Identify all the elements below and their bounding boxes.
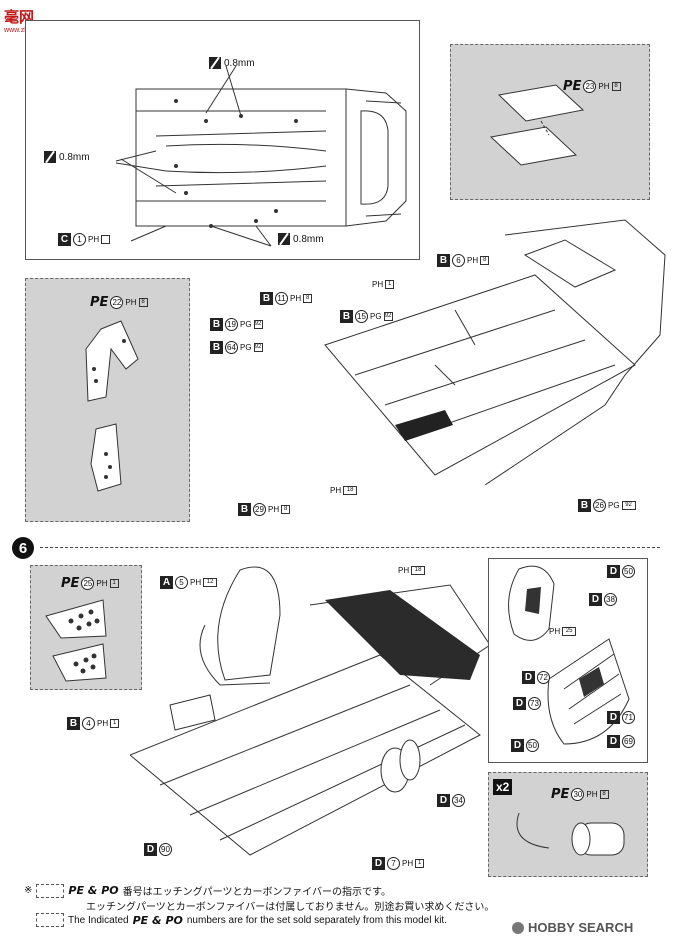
floor-assembly-drawing-step5: [324, 219, 666, 485]
pe23-label: PE 23 PH 8: [563, 79, 621, 94]
cut-thickness-icon: [44, 151, 56, 163]
underbody-drawing: [115, 65, 407, 247]
pe30-panel: x2 PE 30 PH 8: [488, 772, 648, 877]
seat-label-d71: D 71: [607, 711, 635, 724]
pe25-plate-drawing: [45, 599, 107, 682]
step5-label-b26: B 26 PG 92: [578, 499, 636, 512]
footnote-line-1: ※ PE & PO 番号はエッチングパーツとカーボンファイバーの指示です。: [24, 883, 391, 898]
footnote: ※ PE & PO 番号はエッチングパーツとカーボンファイバーの指示です。 エッ…: [24, 883, 664, 927]
step5-label-b6: B 6 PH 8: [437, 254, 490, 267]
seat-detail-drawing: [508, 565, 630, 745]
pe30-label: PE 30 PH 8: [551, 787, 609, 802]
cut-thickness-icon: [278, 233, 290, 245]
step5-label-b29: B 29 PH 8: [238, 503, 291, 516]
quantity-badge: x2: [493, 779, 513, 795]
step-divider: [40, 547, 660, 548]
thickness-callout-left: 0.8mm: [44, 151, 90, 163]
step6-label-d7: D 7 PH 1: [372, 857, 425, 870]
pe-box-icon: [36, 913, 64, 927]
brand-icon: [512, 921, 524, 934]
step5-label-b11: B 11 PH 8: [260, 292, 313, 305]
pe-box-icon: [36, 883, 65, 898]
step6-label-a5: A 5 PH 12: [160, 576, 218, 589]
seat-label-d50-bottom: D 50: [511, 739, 539, 752]
seat-label-d73: D 73: [513, 697, 541, 710]
step5-label-b19: B 19 PG 92: [210, 318, 263, 331]
pe23-plate-drawing: [489, 84, 585, 166]
seat-label-d72: D 72: [522, 671, 550, 684]
thickness-callout-top: 0.8mm: [209, 57, 255, 69]
thickness-callout-bottom: 0.8mm: [278, 233, 324, 245]
seat-label-d69: D 69: [607, 735, 635, 748]
step5-label-ph1: PH 1: [372, 280, 395, 289]
pe25-label: PE 25 PH 1: [61, 576, 119, 591]
footnote-line-2: エッチングパーツとカーボンファイバーは付属しておりません。別途お買い求めください…: [86, 902, 495, 913]
step-number-6: 6: [12, 537, 34, 559]
pe23-panel: PE 23 PH 8: [450, 44, 650, 200]
seat-ph-label: PH 25: [549, 627, 577, 636]
underbody-detail-panel: 0.8mm 0.8mm 0.8mm C 1 PH: [25, 20, 420, 260]
part-label-c1: C 1 PH: [58, 233, 111, 246]
pe22-bracket-drawing: [85, 320, 139, 492]
step5-label-b64: B 64 PG 92: [210, 341, 263, 354]
step6-label-ph18: PH 18: [398, 566, 426, 575]
step5-label-b15: B 15 PG 92: [340, 310, 393, 323]
brand-watermark: HOBBY SEARCH: [512, 920, 633, 935]
pe22-label: PE 22 PH 8: [90, 295, 148, 310]
step6-label-d34: D 34: [437, 794, 465, 807]
cut-thickness-icon: [209, 57, 221, 69]
step6-label-b4: B 4 PH 1: [67, 717, 120, 730]
pe30-bracket-drawing: [516, 812, 625, 856]
pe25-panel: PE 25 PH 1: [30, 565, 142, 690]
footnote-line-3: The Indicated PE & PO numbers are for th…: [24, 913, 664, 927]
pe22-panel: PE 22 PH 8: [25, 278, 190, 522]
floor-assembly-drawing-step6: [130, 566, 490, 856]
seat-detail-panel: PH 25 D 50 D 38 D 72 D 73 D 71 D 50 D 69: [488, 558, 648, 763]
step6-label-d90: D 90: [144, 843, 172, 856]
step5-label-ph18: PH 18: [330, 486, 358, 495]
seat-label-d38: D 38: [589, 593, 617, 606]
seat-label-d50-top: D 50: [607, 565, 635, 578]
